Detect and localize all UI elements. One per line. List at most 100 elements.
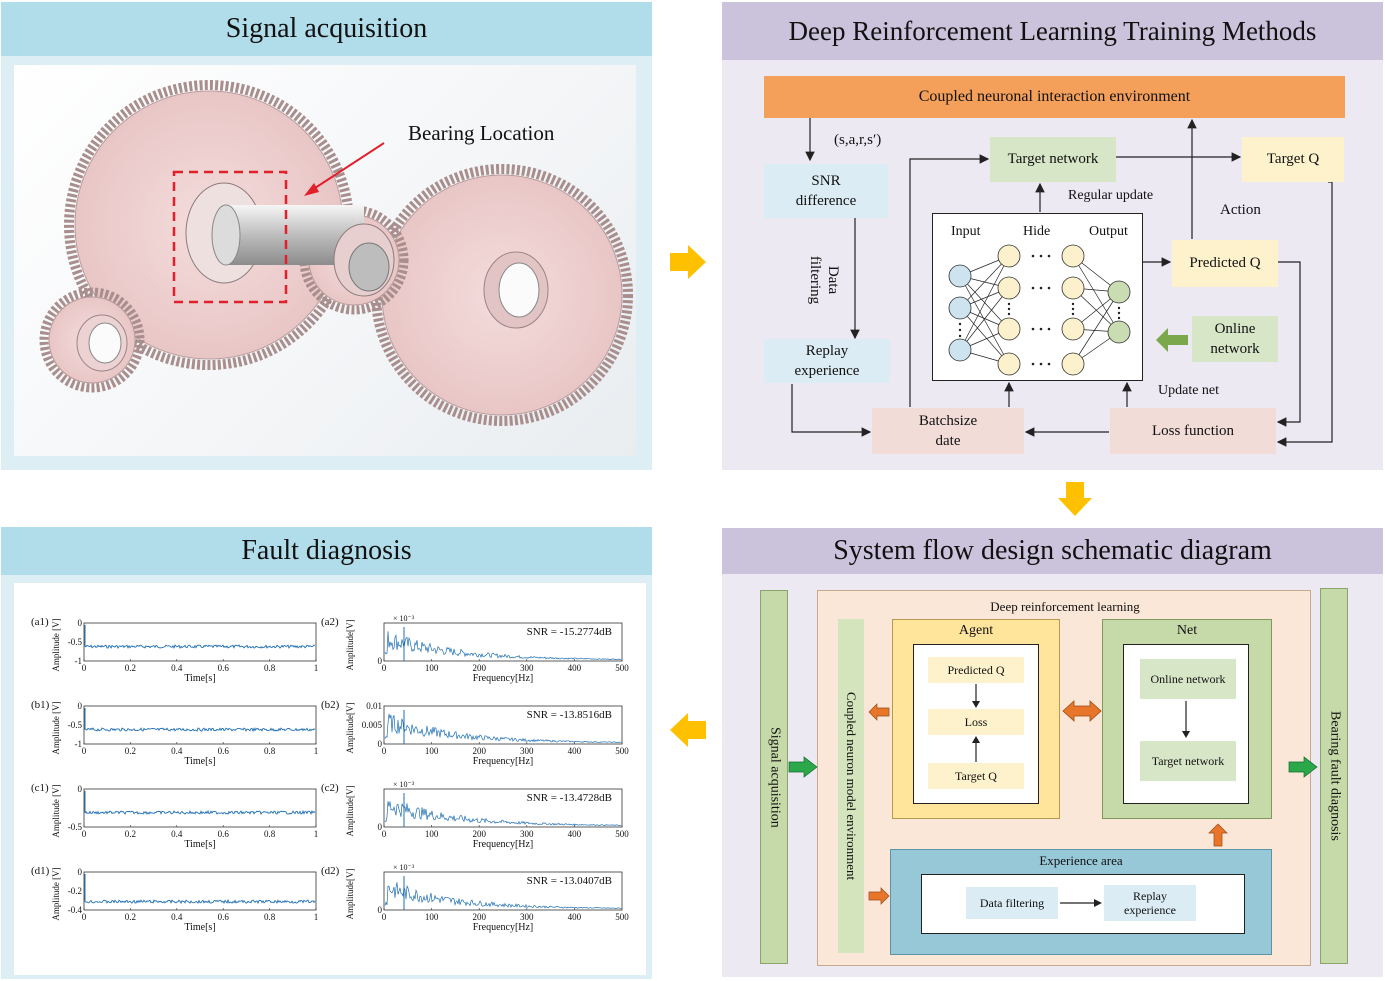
drl-label: Deep reinforcement learning: [990, 599, 1140, 614]
time-plot-frame: [83, 788, 317, 828]
freq-ytick: 0: [378, 739, 383, 749]
freq-xtick: 400: [568, 829, 582, 839]
time-xtick: 0.2: [125, 746, 136, 756]
freq-xtick: 0: [382, 912, 387, 922]
freq-xtick: 300: [520, 663, 534, 673]
time-ytick: -1: [75, 739, 83, 749]
freq-xtick: 0: [382, 663, 387, 673]
freq-ytick: 0.005: [362, 720, 383, 730]
env-box: Coupled neuronal interaction environment: [764, 76, 1345, 118]
freq-xtick: 300: [520, 746, 534, 756]
time-plot-frame: [83, 705, 317, 745]
time-ylabel: Amplitude [V]: [51, 867, 61, 920]
freq-xtick: 400: [568, 912, 582, 922]
net-inner: Online network Target network: [1123, 644, 1249, 804]
bearing-fault-bar: Bearing fault diagnosis: [1320, 588, 1348, 964]
exp-replay-line2: experience: [1124, 903, 1176, 917]
predicted-q-box: Predicted Q: [1172, 240, 1278, 287]
neural-network-box: Input Hide Output: [932, 213, 1143, 381]
time-xtick: 0.8: [264, 829, 276, 839]
experience-to-net-arrow: [1208, 823, 1228, 847]
time-ytick: 0: [78, 784, 83, 794]
time-xtick: 0.4: [171, 663, 183, 673]
env-bar: Coupled neuron model environment: [838, 619, 864, 953]
drl-connectors: [791, 118, 1333, 447]
time-xtick: 0.4: [171, 746, 183, 756]
exp-replay: Replay experience: [1104, 885, 1196, 921]
experience-area-label: Experience area: [1039, 853, 1123, 868]
time-xtick: 0.2: [125, 829, 136, 839]
time-plot-frame: [83, 871, 317, 911]
panel-title: Deep Reinforcement Learning Training Met…: [722, 2, 1383, 60]
time-ylabel: Amplitude [V]: [51, 701, 61, 754]
agent-inner: Predicted Q Loss Target Q: [913, 644, 1039, 804]
snr-label: SNR = -13.0407dB: [527, 875, 612, 887]
freq-ytick: 0: [378, 822, 383, 832]
freq-xlabel: Frequency[Hz]: [473, 673, 534, 684]
time-xtick: 0.8: [264, 663, 276, 673]
spectrum-line: [384, 882, 622, 909]
drl-container: Deep reinforcement learning Coupled neur…: [817, 590, 1311, 966]
freq-xlabel: Frequency[Hz]: [473, 839, 534, 850]
target-q-box: Target Q: [1242, 137, 1344, 182]
time-ytick: -0.5: [68, 637, 83, 647]
time-xtick: 1: [314, 663, 319, 673]
freq-ylabel: Amplitude[V]: [345, 869, 355, 920]
time-xtick: 0: [82, 746, 87, 756]
time-xlabel: Time[s]: [184, 673, 215, 684]
time-plot-label: (c1): [31, 782, 49, 794]
time-xtick: 0: [82, 829, 87, 839]
time-signal-line: [84, 644, 316, 650]
regular-update-label: Regular update: [1068, 188, 1154, 203]
freq-xtick: 0: [382, 746, 387, 756]
tuple-label: (s,a,r,s′): [834, 132, 882, 148]
time-ytick: 0: [78, 618, 83, 628]
freq-ytick: 0.01: [366, 701, 382, 711]
replay-line2: experience: [794, 363, 860, 379]
agent-net-arrow: [1062, 700, 1102, 722]
time-xtick: 0.8: [264, 912, 276, 922]
exp-arrow: [1060, 899, 1102, 907]
freq-xtick: 300: [520, 829, 534, 839]
nn-input-label: Input: [951, 224, 981, 239]
time-xtick: 0.2: [125, 663, 136, 673]
time-xlabel: Time[s]: [184, 839, 215, 850]
nn-output-label: Output: [1089, 224, 1128, 239]
freq-xtick: 100: [425, 663, 439, 673]
exp-data-filtering: Data filtering: [966, 887, 1058, 919]
hidden-to-output-edges: [1072, 255, 1120, 365]
freq-ytick: 0: [378, 905, 383, 915]
time-ytick: -0.4: [68, 905, 83, 915]
snr-difference-box: SNR difference: [764, 164, 888, 218]
panel-fault-diagnosis: Fault diagnosis (a1)Amplitude [V]0-0.5-1…: [1, 527, 652, 979]
freq-ylabel: Amplitude[V]: [345, 620, 355, 671]
panel-signal-acquisition: Signal acquisition: [1, 2, 652, 470]
exp-replay-line1: Replay: [1133, 888, 1167, 903]
replay-line1: Replay: [805, 342, 849, 359]
bearing-pointer-arrow: [304, 142, 385, 196]
freq-xtick: 200: [472, 746, 486, 756]
time-xtick: 0.4: [171, 912, 183, 922]
freq-xtick: 200: [472, 912, 486, 922]
freq-plot-label: (c2): [321, 782, 339, 794]
snr-line2: difference: [795, 193, 857, 209]
freq-xtick: 500: [615, 912, 629, 922]
drl-to-diagnosis-arrow: [1288, 756, 1318, 778]
batchsize-line2: date: [935, 433, 961, 449]
time-xtick: 0.2: [125, 912, 136, 922]
signal-to-drl-arrow: [788, 756, 818, 778]
replay-experience-box: Replay experience: [764, 339, 890, 383]
freq-plot-label: (d2): [321, 865, 340, 877]
online-line2: network: [1210, 341, 1260, 357]
signal-acq-bar: Signal acquisition: [760, 590, 788, 964]
freq-xtick: 200: [472, 829, 486, 839]
time-ylabel: Amplitude [V]: [51, 618, 61, 671]
snr-label: SNR = -13.8516dB: [527, 709, 612, 721]
data-filtering-line1: Data: [825, 265, 841, 295]
agent-arrows: [972, 684, 980, 762]
net-online-network: Online network: [1140, 659, 1236, 699]
panel-drl-training: Deep Reinforcement Learning Training Met…: [722, 2, 1383, 470]
spectrum-line: [384, 713, 622, 743]
time-xtick: 1: [314, 746, 319, 756]
time-xtick: 0.4: [171, 829, 183, 839]
